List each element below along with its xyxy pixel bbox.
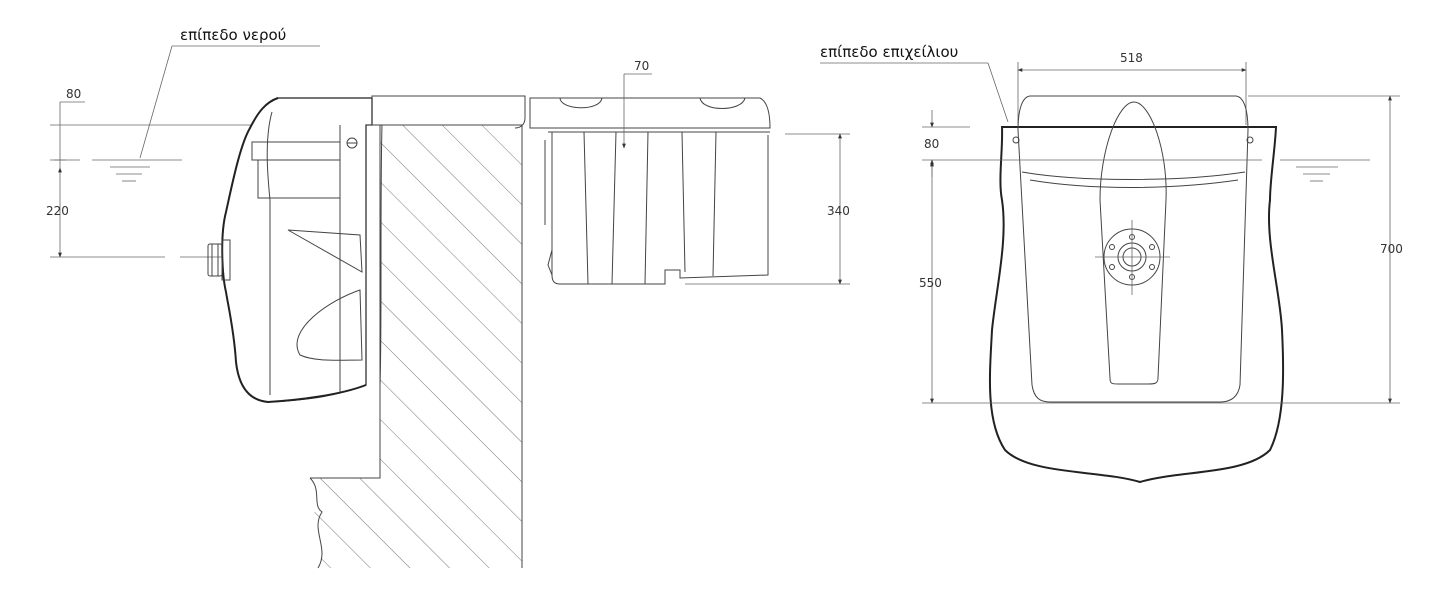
dim-340: 340 — [827, 204, 850, 218]
water-level-label: επίπεδο νερού — [180, 26, 286, 44]
weir-plate — [1099, 101, 1167, 385]
front-view: επίπεδο επιχείλιου 518 — [820, 43, 1403, 484]
flange — [1095, 220, 1170, 295]
dim-70: 70 — [634, 59, 649, 73]
water-symbol-left — [92, 159, 182, 182]
inlet-fitting — [207, 239, 231, 281]
dim-80-front: 80 — [924, 137, 939, 151]
dim-518: 518 — [1120, 51, 1143, 65]
side-view: επίπεδο νερού 80 220 — [46, 26, 850, 569]
wall-lower — [310, 478, 522, 568]
dim-80-side: 80 — [66, 87, 81, 101]
front-body-outer — [988, 126, 1285, 484]
dim-220-side: 220 — [46, 204, 69, 218]
skimmer-top — [529, 97, 771, 285]
dim-550: 550 — [919, 276, 942, 290]
dim-700: 700 — [1380, 242, 1403, 256]
skimmer-body — [221, 97, 373, 403]
pool-wall — [380, 125, 522, 480]
coping-level-label: επίπεδο επιχείλιου — [820, 43, 958, 61]
water-symbol-right — [1280, 159, 1370, 182]
